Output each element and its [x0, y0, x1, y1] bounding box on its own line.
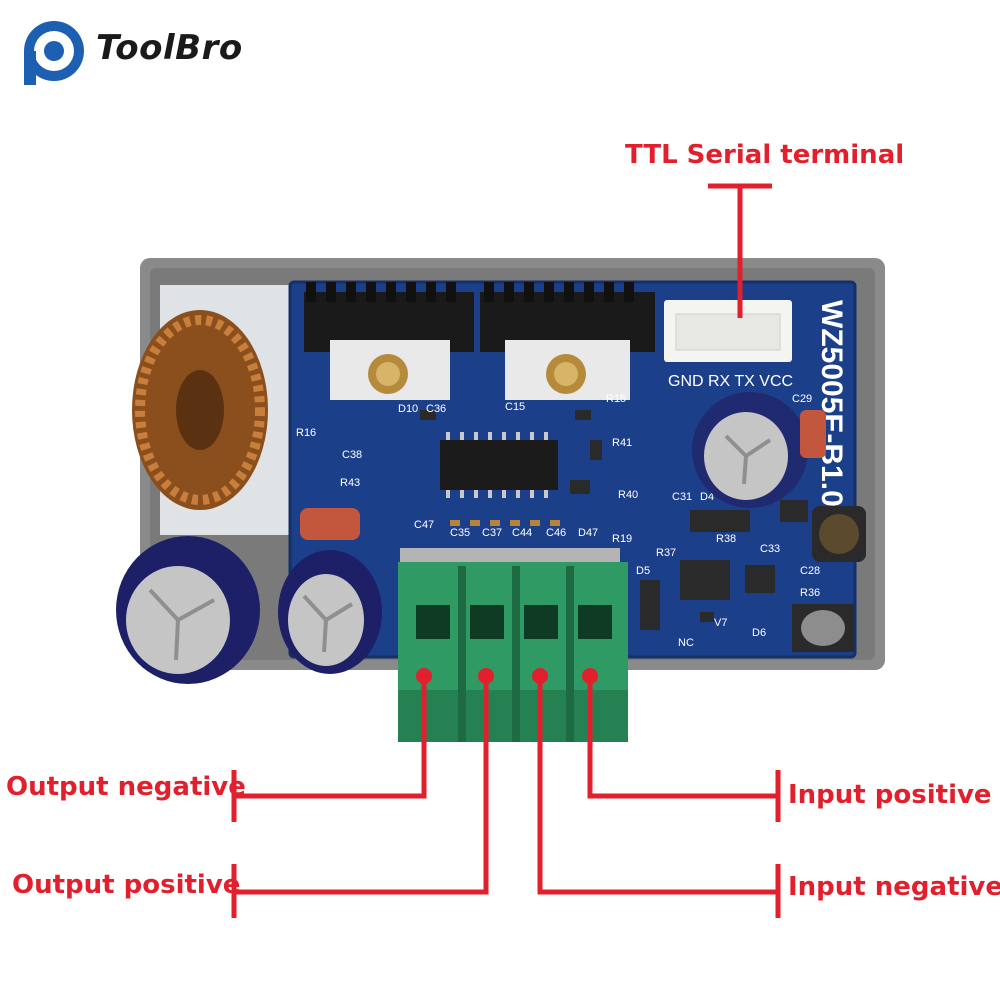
toroid-inductor	[132, 310, 268, 510]
board-model: WZ5005E-B1.0	[815, 300, 848, 507]
callout-output-positive: Output positive	[12, 870, 241, 900]
heatsink-right	[480, 282, 655, 400]
svg-text:C28: C28	[800, 565, 820, 577]
capacitor-large-left	[116, 536, 260, 684]
svg-text:C47: C47	[414, 519, 434, 531]
svg-text:R43: R43	[340, 477, 360, 489]
svg-text:R36: R36	[800, 587, 820, 599]
callout-lines	[231, 183, 781, 918]
callout-output-negative: Output negative	[6, 772, 246, 802]
svg-text:V7: V7	[714, 617, 727, 629]
svg-text:D4: D4	[700, 491, 714, 503]
terminal-block	[398, 548, 628, 742]
svg-text:C35: C35	[450, 527, 470, 539]
brand-logo	[18, 14, 278, 88]
svg-text:D5: D5	[636, 565, 650, 577]
svg-text:C31: C31	[672, 491, 692, 503]
ic-chip	[440, 440, 558, 490]
svg-text:R41: R41	[612, 437, 632, 449]
svg-text:D47: D47	[578, 527, 598, 539]
svg-text:C37: C37	[482, 527, 502, 539]
svg-text:R19: R19	[612, 533, 632, 545]
svg-text:C44: C44	[512, 527, 532, 539]
svg-text:NC: NC	[678, 637, 694, 649]
svg-text:C29: C29	[792, 393, 812, 405]
svg-text:C36: C36	[426, 403, 446, 415]
callout-ttl-serial: TTL Serial terminal	[625, 140, 905, 170]
brand-name: ToolBro	[96, 28, 243, 68]
svg-text:R16: R16	[296, 427, 316, 439]
svg-text:C33: C33	[760, 543, 780, 555]
header-pin-labels: GND RX TX VCC	[668, 373, 793, 390]
toolbro-p-icon	[24, 21, 84, 85]
svg-text:R37: R37	[656, 547, 676, 559]
svg-text:R15: R15	[606, 393, 626, 405]
callout-input-negative: Input negative	[788, 872, 1000, 902]
svg-text:R40: R40	[618, 489, 638, 501]
svg-text:C46: C46	[546, 527, 566, 539]
svg-text:D10: D10	[398, 403, 418, 415]
svg-text:D6: D6	[752, 627, 766, 639]
callout-input-positive: Input positive	[788, 780, 992, 810]
svg-text:R38: R38	[716, 533, 736, 545]
capacitor-right	[692, 392, 808, 508]
capacitor-large-mid	[278, 550, 382, 674]
svg-text:C38: C38	[342, 449, 362, 461]
heatsink-left	[304, 282, 474, 400]
svg-text:C15: C15	[505, 401, 525, 413]
